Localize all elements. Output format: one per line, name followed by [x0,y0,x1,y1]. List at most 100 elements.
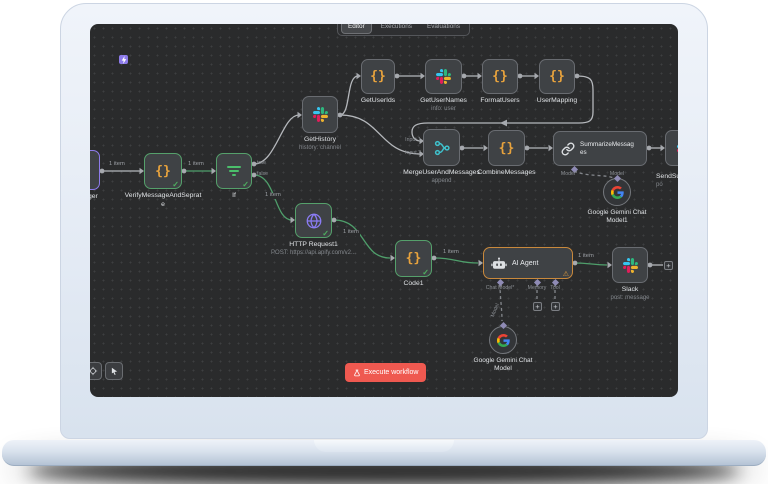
input-connector-arrow [290,216,295,224]
output-connector-dot[interactable] [461,73,467,79]
input-connector-arrow [420,72,425,80]
node-merge[interactable] [423,129,460,166]
node-subtitle: info: user [431,105,456,112]
node-subtitle: po [656,181,663,188]
output-connector-dot[interactable] [99,168,105,174]
add-node-button[interactable]: + [533,302,542,311]
output-connector-dot[interactable] [337,112,343,118]
connector-label: Chat Model* [485,285,515,291]
wire [499,283,503,322]
output-connector-dot[interactable] [459,145,465,151]
wire [574,262,608,266]
wire [333,219,391,259]
wire-label: 1 item [342,229,360,236]
slack-icon [622,257,638,273]
node-getHistory[interactable] [302,96,338,133]
output-connector-dot[interactable] [524,145,530,151]
input-connector-arrow [139,167,144,175]
node-label: UserMapping [536,97,578,104]
connector-label: Input 2 [405,150,421,156]
node-aiAgent[interactable]: AI Agent⚠ [483,247,573,279]
wire [411,75,594,142]
node-label: ger [90,193,98,200]
tab-evaluations[interactable]: Evaluations [426,24,461,30]
pointer-mode-button[interactable] [105,362,123,380]
node-formatUsers[interactable]: {} [482,59,518,94]
connector-label: Input 1 [405,137,421,143]
input-connector-arrow [211,167,216,175]
google-icon [496,333,510,347]
input-connector-arrow [390,254,395,262]
node-userMapping[interactable]: {} [539,59,575,94]
node-sendSummary[interactable] [665,130,678,166]
code-icon: {} [549,69,565,84]
node-http[interactable]: ✓ [295,203,332,238]
google-icon [610,185,624,199]
output-connector-dot[interactable] [517,73,523,79]
slack-icon [676,144,678,152]
code-icon: {} [405,251,422,266]
wire-label: 1 item [264,192,282,199]
node-getUserIds[interactable]: {} [361,59,395,94]
connector-label: false [257,171,268,177]
target-icon [90,366,98,376]
output-connector-dot[interactable] [574,73,580,79]
node-subtitle: history: channel [298,144,342,151]
output-connector-dot[interactable] [251,161,257,167]
node-combine[interactable]: {} [488,130,525,166]
wire-label: 1 item [442,249,460,256]
input-connector-arrow [607,261,612,269]
output-connector-dot[interactable] [646,145,652,151]
lightning-icon [121,55,126,64]
output-connector-dot[interactable] [572,260,578,266]
tab-editor[interactable]: Editor [341,24,372,34]
slack-icon [436,69,451,84]
output-connector-dot[interactable] [394,73,400,79]
workflow-wires [99,72,665,322]
output-connector-dot[interactable] [431,255,437,261]
trigger-badge [119,55,128,64]
workflow-canvas[interactable]: Editor Executions Evaluations Execute wo… [90,24,678,397]
node-subtitle: append [431,177,452,184]
input-connector-arrow [477,72,482,80]
success-check-icon: ✓ [322,229,329,238]
input-connector-arrow [419,150,424,158]
warning-icon: ⚠ [562,271,569,278]
success-check-icon: ✓ [422,268,429,277]
laptop-notch [314,440,454,452]
input-connector-arrow [483,144,488,152]
code-icon: {} [492,69,508,84]
node-label: If [232,192,236,199]
output-connector-dot[interactable] [181,168,187,174]
node-trigger[interactable] [90,150,100,190]
node-subtitle: post: message [610,294,650,301]
node-slack[interactable] [612,247,648,283]
fit-view-button[interactable] [90,362,102,380]
output-connector-dot[interactable] [331,217,337,223]
node-gemini[interactable] [489,326,517,354]
tab-executions[interactable]: Executions [380,24,412,30]
wire [573,170,615,179]
node-label: CombineMessages [477,169,536,176]
cursor-icon [111,367,117,375]
node-verify[interactable]: {}✓ [144,153,182,189]
output-connector-dot[interactable] [647,262,653,268]
output-connector-dot[interactable] [251,172,257,178]
add-node-button[interactable]: + [664,261,673,270]
execute-workflow-button[interactable]: Execute workflow [345,363,427,382]
node-if[interactable]: ✓ [216,153,252,189]
node-getUserNames[interactable] [425,59,462,94]
add-node-button[interactable]: + [551,302,560,311]
wire [253,114,300,165]
node-code1[interactable]: {}✓ [395,240,432,277]
node-label: Code1 [403,280,424,287]
